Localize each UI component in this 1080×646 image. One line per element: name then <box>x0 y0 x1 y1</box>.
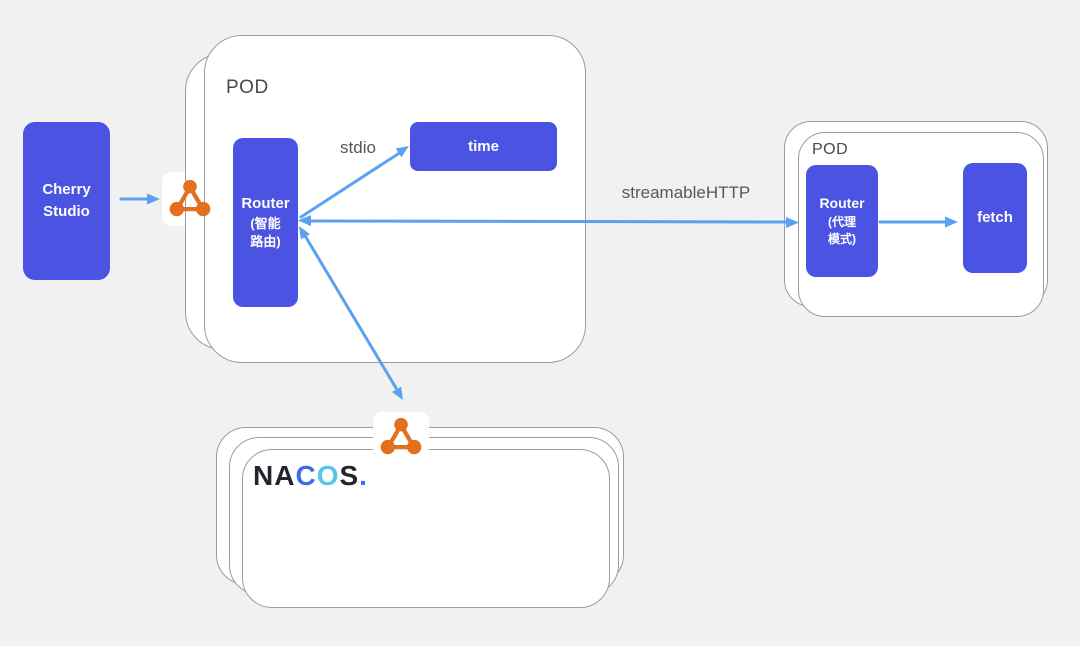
nacos-letter: O <box>316 460 340 491</box>
pod-right-label: POD <box>812 141 849 158</box>
router-smart-sub2: 路由) <box>250 234 281 250</box>
fetch-node: fetch <box>963 163 1027 273</box>
share-network-icon <box>169 179 211 217</box>
cherry-studio-label-line1: Cherry <box>42 181 91 199</box>
nacos-letter: A <box>274 460 296 491</box>
share-network-icon <box>380 417 422 455</box>
cherry-studio-node: Cherry Studio <box>23 122 110 280</box>
time-label: time <box>468 137 499 155</box>
stdio-edge-label: stdio <box>340 138 376 157</box>
router-proxy-title: Router <box>819 195 865 212</box>
router-smart-title: Router <box>241 194 290 212</box>
nacos-letter: N <box>253 460 275 491</box>
pod-left-label: POD <box>226 77 269 98</box>
arrowhead <box>147 193 160 205</box>
router-smart-node: Router (智能 路由) <box>233 138 298 307</box>
nacos-front-card <box>242 449 610 608</box>
router-proxy-sub1: (代理 <box>828 214 856 229</box>
router-smart-sub1: (智能 <box>250 215 281 231</box>
fetch-label: fetch <box>977 209 1013 227</box>
nacos-letter: S <box>339 460 360 491</box>
nacos-logo: NACOS. <box>253 460 368 492</box>
cherry-studio-label-line2: Studio <box>43 203 90 220</box>
router-proxy-sub2: 模式) <box>828 232 856 247</box>
time-node: time <box>410 122 557 171</box>
nacos-letter: C <box>295 460 317 491</box>
arrowhead <box>392 386 403 400</box>
streamablehttp-edge-label: streamableHTTP <box>621 183 751 202</box>
router-proxy-node: Router (代理 模式) <box>806 165 878 277</box>
nacos-letter: . <box>359 460 368 491</box>
